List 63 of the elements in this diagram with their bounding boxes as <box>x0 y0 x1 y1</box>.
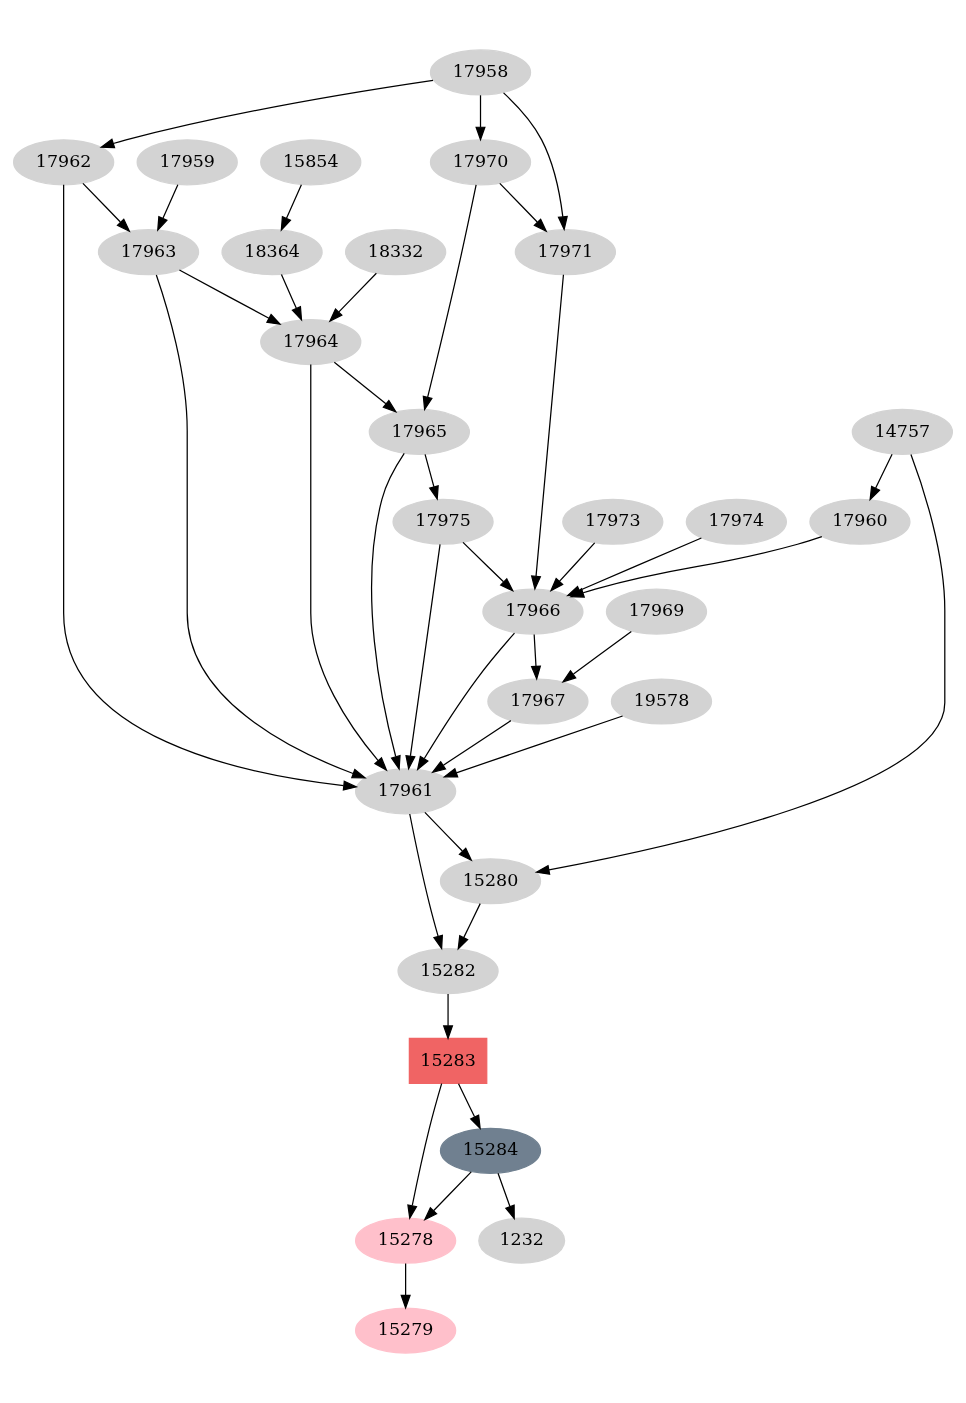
arrow <box>530 274 565 591</box>
node-ellipse: 17965 <box>368 408 470 455</box>
arrow <box>155 274 367 779</box>
arrow <box>422 184 477 412</box>
arrow <box>409 813 444 951</box>
arrow <box>534 453 946 875</box>
arrow <box>157 184 179 232</box>
node-ellipse: 17958 <box>429 49 532 96</box>
arrow <box>99 79 434 149</box>
arrow <box>400 1262 411 1310</box>
node-ellipse: 17974 <box>685 498 788 545</box>
arrow <box>63 184 359 791</box>
arrow <box>442 993 454 1041</box>
arrow <box>371 452 405 771</box>
node-ellipse: 17959 <box>136 139 238 186</box>
arrow <box>502 92 568 232</box>
node-ellipse: 17964 <box>260 318 362 366</box>
node-ellipse: 15284 <box>439 1127 542 1174</box>
node-ellipse: 17975 <box>392 498 494 545</box>
node-ellipse: 17973 <box>562 498 664 545</box>
arrow <box>424 811 473 862</box>
arrow <box>561 630 632 683</box>
arrow <box>82 182 131 233</box>
node-ellipse: 18332 <box>344 229 447 276</box>
arrow <box>280 273 303 322</box>
arrow <box>497 1172 515 1221</box>
arrow <box>310 363 388 772</box>
node-ellipse: 17971 <box>514 229 617 276</box>
node-ellipse: 15279 <box>354 1307 457 1354</box>
node-ellipse: 17960 <box>809 498 911 545</box>
node-ellipse: 18364 <box>221 229 323 276</box>
arrow <box>431 720 512 774</box>
arrow <box>462 541 515 593</box>
arrow <box>280 184 303 232</box>
node-ellipse: 15278 <box>354 1217 457 1264</box>
node-ellipse: 17969 <box>605 588 708 635</box>
node-ellipse: 15280 <box>439 858 542 905</box>
node-ellipse: 17963 <box>97 229 200 276</box>
node-ellipse: 19578 <box>610 678 713 725</box>
node-ellipse: 15282 <box>397 948 499 995</box>
arrow <box>457 1083 481 1130</box>
arrow <box>457 903 481 951</box>
arrow <box>178 269 282 326</box>
arrow <box>424 453 439 501</box>
arrow <box>405 543 441 771</box>
arrow <box>328 272 377 323</box>
node-ellipse: 14757 <box>851 408 954 455</box>
arrow <box>407 1082 443 1220</box>
arrow <box>530 633 542 681</box>
node-ellipse: 17967 <box>487 678 589 725</box>
arrow <box>423 1171 472 1222</box>
arrow <box>549 542 596 593</box>
node-box: 15283 <box>408 1037 488 1085</box>
arrow <box>442 715 624 778</box>
node-ellipse: 1232 <box>478 1217 566 1264</box>
arrow <box>869 453 893 502</box>
arrow <box>499 182 548 233</box>
arrow <box>569 536 823 598</box>
arrow <box>416 632 516 772</box>
arrow <box>333 361 398 413</box>
node-ellipse: 17970 <box>429 139 532 186</box>
arrow <box>475 94 486 142</box>
node-ellipse: 15854 <box>260 139 362 186</box>
